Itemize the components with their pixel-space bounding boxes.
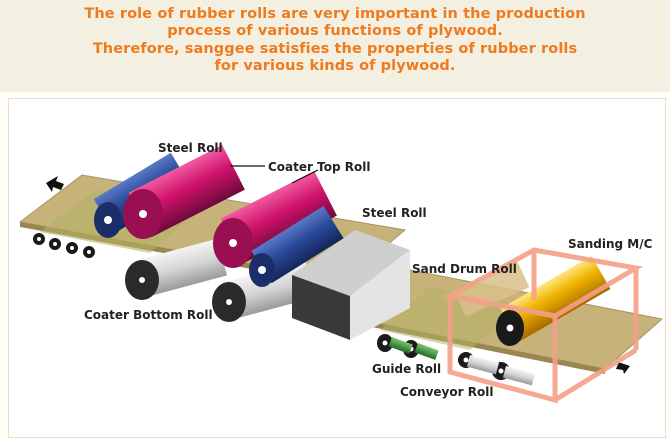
steel-roll-2: [249, 205, 344, 287]
label-steel-roll-2: Steel Roll: [362, 206, 427, 220]
guide-rolls-left: [33, 233, 95, 258]
label-steel-roll-1: Steel Roll: [158, 141, 223, 155]
output-arrow-icon: [616, 362, 630, 374]
coater-top-roll-1: [123, 145, 245, 239]
label-coater-bottom-roll: Coater Bottom Roll: [84, 308, 213, 322]
input-arrow-icon: [46, 176, 64, 192]
intro-line-1: The role of rubber rolls are very import…: [84, 6, 586, 22]
intro-line-2: process of various functions of plywood.: [167, 23, 503, 39]
coater-top-roll-2: [213, 171, 337, 268]
guide-rolls-right: [377, 334, 439, 360]
dryer-box: [292, 230, 410, 340]
coater-top-roll-leader-2: [291, 169, 319, 184]
sanding-machine-frame: [442, 247, 644, 404]
label-conveyor-roll: Conveyor Roll: [400, 385, 494, 399]
sanding-drum: [496, 256, 611, 346]
label-guide-roll: Guide Roll: [372, 362, 442, 376]
sand-drum-roll: [454, 261, 530, 317]
intro-line-3: Therefore, sanggee satisfies the propert…: [92, 41, 578, 57]
intro-line-4: for various kinds of plywood.: [214, 58, 456, 74]
label-coater-top-roll: Coater Top Roll: [268, 160, 371, 174]
coater-bottom-roll-1: [125, 238, 228, 300]
label-sanding-mc: Sanding M/C: [568, 237, 653, 251]
conveyor-rolls: [458, 352, 535, 386]
intro-banner: The role of rubber rolls are very import…: [0, 0, 670, 92]
label-sand-drum-roll: Sand Drum Roll: [412, 262, 517, 276]
